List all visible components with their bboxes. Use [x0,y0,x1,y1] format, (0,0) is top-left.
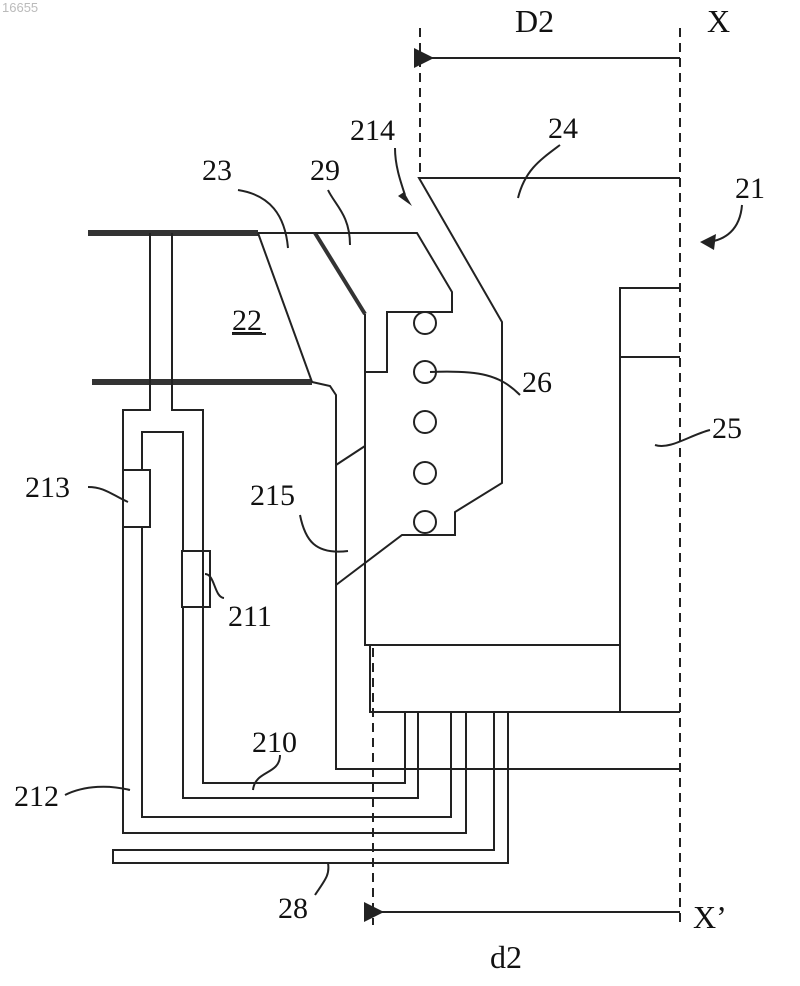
leader-23 [238,190,288,248]
leader-25 [655,430,710,446]
arrow-214-head [398,192,412,206]
label-23: 23 [202,154,232,187]
label-211: 211 [228,600,272,633]
label-215: 215 [250,479,295,512]
label-28: 28 [278,892,308,925]
label-D2: D2 [515,3,554,39]
hole-26 [414,312,436,334]
label-212: 212 [14,780,59,813]
leader-28 [315,863,328,895]
leader-210 [253,755,280,790]
hole-26 [414,511,436,533]
part-29-slant [315,233,365,314]
leader-26 [430,372,520,395]
label-d2: d2 [490,939,522,975]
part-25-outer-outline [620,288,680,712]
plate-28 [113,712,508,863]
leader-211 [205,574,224,598]
label-25: 25 [712,412,742,445]
hole-26 [414,462,436,484]
leader-212 [65,787,130,795]
label-29: 29 [310,154,340,187]
tube-loop-top [142,432,183,551]
part-23-edge [258,233,312,382]
label-X-prime: X’ [693,899,727,935]
label-213: 213 [25,471,70,504]
label-26: 26 [522,366,552,399]
label-X: X [707,3,730,39]
bottom-block [370,645,620,712]
leader-214 [395,148,405,195]
label-24: 24 [548,112,578,145]
label-22: 22 [232,304,262,337]
part-215-wall [312,382,680,769]
leader-29 [328,190,350,245]
part-29-outline [315,233,452,372]
part-25-inner-outline [365,314,680,645]
leader-24 [518,145,560,198]
label-210: 210 [252,726,297,759]
part-24-outline [336,178,680,585]
hole-26 [414,411,436,433]
arrow-21-head [700,234,716,250]
component-213 [123,470,150,527]
document-id: 16655 [2,0,38,15]
component-211 [182,551,210,607]
part-215-upper-edge [336,446,365,465]
label-21: 21 [735,172,765,205]
leader-215 [300,515,348,552]
label-214: 214 [350,114,395,147]
